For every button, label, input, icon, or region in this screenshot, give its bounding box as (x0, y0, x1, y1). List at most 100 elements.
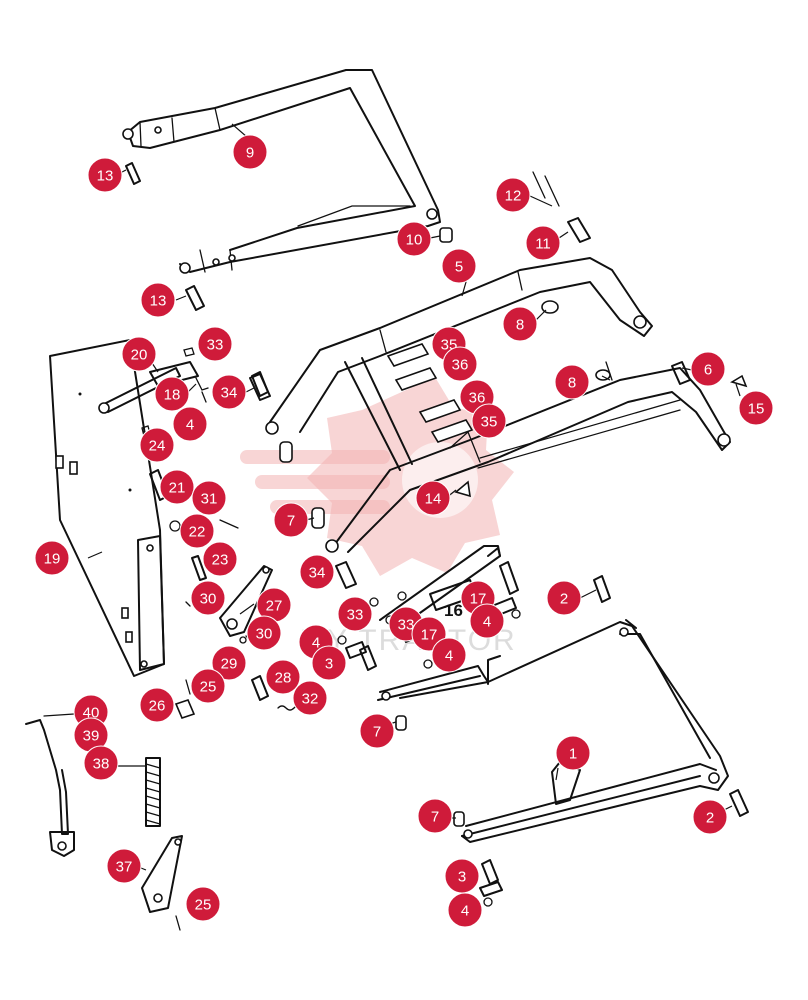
callout-12: 12 (495, 177, 531, 213)
callout-label: 30 (256, 626, 273, 643)
callout-label: 25 (200, 679, 217, 696)
callout-19: 19 (34, 540, 70, 576)
callout-label: 38 (93, 756, 110, 773)
callout-label: 26 (149, 698, 166, 715)
callout-label: 21 (169, 480, 186, 497)
callout-7: 7 (359, 713, 395, 749)
callout-30: 30 (190, 580, 226, 616)
callout-32: 32 (292, 680, 328, 716)
callout-label: 4 (186, 417, 194, 434)
callout-label: 14 (425, 491, 442, 508)
callout-3: 3 (444, 858, 480, 894)
callout-33: 33 (197, 326, 233, 362)
callout-label: 22 (189, 524, 206, 541)
small-hardware-middle (174, 635, 377, 719)
callout-label: 27 (266, 598, 283, 615)
callout-38: 38 (83, 745, 119, 781)
callout-24: 24 (139, 427, 175, 463)
part-main-frame (265, 257, 731, 553)
callout-label: 13 (97, 168, 114, 185)
callout-label: 31 (201, 491, 218, 508)
callout-20: 20 (121, 336, 157, 372)
callout-4: 4 (469, 603, 505, 639)
callout-5: 5 (441, 248, 477, 284)
callout-13: 13 (87, 157, 123, 193)
callout-11: 11 (525, 225, 561, 261)
callout-4: 4 (431, 637, 467, 673)
callout-label: 2 (706, 810, 714, 827)
callout-label: 24 (149, 438, 166, 455)
callout-label: 17 (470, 591, 487, 608)
callout-30: 30 (246, 615, 282, 651)
part-top-a-frame (122, 69, 441, 274)
callout-label: 9 (246, 145, 254, 162)
callout-label: 15 (748, 401, 765, 418)
callout-18: 18 (154, 376, 190, 412)
callout-14: 14 (415, 480, 451, 516)
callout-label: 10 (406, 232, 423, 249)
callout-4: 4 (172, 406, 208, 442)
callout-label: 4 (483, 614, 491, 631)
callout-21: 21 (159, 469, 195, 505)
callout-36: 36 (442, 346, 478, 382)
callout-9: 9 (232, 134, 268, 170)
callout-4: 4 (447, 892, 483, 928)
callout-label: 34 (221, 385, 238, 402)
callout-label: 39 (83, 728, 100, 745)
callout-label: 19 (44, 551, 61, 568)
callout-13: 13 (140, 282, 176, 318)
callout-label: 4 (312, 635, 320, 652)
small-pins-top (125, 162, 591, 311)
callout-31: 31 (191, 480, 227, 516)
callout-label: 1 (569, 746, 577, 763)
callout-label: 11 (535, 236, 551, 253)
callout-label: 28 (275, 670, 292, 687)
callout-10: 10 (396, 221, 432, 257)
callout-label: 12 (505, 188, 522, 205)
label-16: 16 (444, 601, 463, 620)
callout-label: 40 (83, 705, 100, 722)
callout-2: 2 (546, 580, 582, 616)
callout-37: 37 (106, 848, 142, 884)
callout-label: 33 (207, 337, 224, 354)
callout-3: 3 (311, 645, 347, 681)
callout-label: 23 (212, 552, 229, 569)
callout-8: 8 (554, 364, 590, 400)
callout-label: 20 (131, 347, 148, 364)
callout-15: 15 (738, 390, 774, 426)
callout-label: 4 (445, 648, 453, 665)
callout-label: 18 (164, 387, 181, 404)
callout-23: 23 (202, 541, 238, 577)
callout-label: 17 (421, 627, 438, 644)
callout-33: 33 (337, 596, 373, 632)
callout-28: 28 (265, 659, 301, 695)
callout-label: 13 (150, 293, 167, 310)
callout-label: 33 (347, 607, 364, 624)
frame-pins (249, 373, 357, 589)
part-cylinder-rod (98, 347, 269, 414)
callout-34: 34 (299, 554, 335, 590)
part-lever-spring (25, 713, 183, 931)
callout-label: 7 (373, 724, 381, 741)
callout-1: 1 (555, 735, 591, 771)
callout-label: 33 (398, 617, 415, 634)
part-side-plate (49, 339, 165, 677)
wear-plates (386, 343, 474, 443)
callout-label: 36 (469, 390, 486, 407)
callout-label: 3 (325, 656, 333, 673)
callout-29: 29 (211, 645, 247, 681)
callout-label: 8 (568, 375, 576, 392)
callout-22: 22 (179, 513, 215, 549)
callout-35: 35 (471, 403, 507, 439)
part-lower-frame (377, 575, 749, 907)
callout-27: 27 (256, 587, 292, 623)
callout-label: 8 (516, 317, 524, 334)
callout-label: 2 (560, 591, 568, 608)
callout-label: 35 (481, 414, 498, 431)
callout-label: 34 (309, 565, 326, 582)
callout-label: 29 (221, 656, 238, 673)
callout-label: 3 (458, 869, 466, 886)
callout-label: 5 (455, 259, 463, 276)
